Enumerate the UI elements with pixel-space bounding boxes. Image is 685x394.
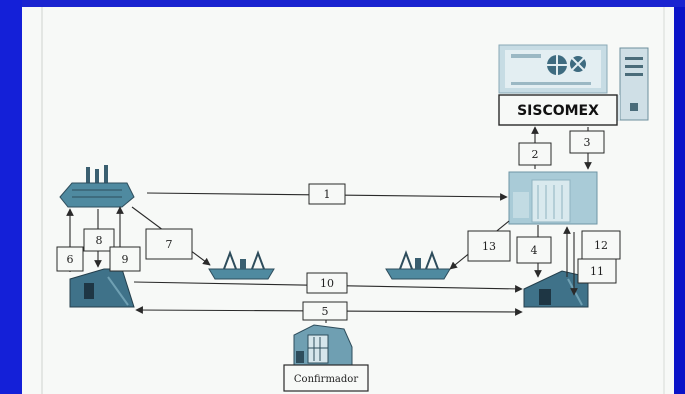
step-number-8: 8 xyxy=(96,234,103,247)
trade-flow-diagram: SISCOMEX xyxy=(41,7,665,394)
document-page: SISCOMEX xyxy=(22,7,674,394)
step-number-6: 6 xyxy=(67,253,74,266)
confirmer-building-icon xyxy=(293,324,353,366)
ship-right-icon xyxy=(385,250,451,280)
central-bank-building-icon xyxy=(508,171,598,225)
step-number-2: 2 xyxy=(532,148,539,161)
step-number-13: 13 xyxy=(482,240,496,253)
factory-icon xyxy=(59,165,135,208)
step-number-1: 1 xyxy=(324,188,331,201)
flow-arrows xyxy=(66,126,592,323)
step-number-3: 3 xyxy=(584,136,591,149)
siscomex-box: SISCOMEX xyxy=(498,94,618,126)
confirmer-box: Confirmador xyxy=(283,364,369,392)
step-number-4: 4 xyxy=(531,244,538,257)
confirmer-label: Confirmador xyxy=(294,374,358,385)
top-frame-border xyxy=(0,0,685,7)
step-box-2: 2 xyxy=(518,142,552,166)
step-number-9: 9 xyxy=(122,253,129,266)
step-box-10: 10 xyxy=(306,272,348,294)
step-number-10: 10 xyxy=(320,277,334,290)
step-box-8: 8 xyxy=(83,228,115,252)
step-box-4: 4 xyxy=(516,236,552,264)
left-frame-border xyxy=(0,0,22,394)
step-box-3: 3 xyxy=(569,130,605,154)
step-box-13: 13 xyxy=(467,230,511,262)
left-bank-building-icon xyxy=(69,268,135,308)
siscomex-label: SISCOMEX xyxy=(517,103,599,119)
step-number-12: 12 xyxy=(594,239,608,252)
siscomex-computer-icon xyxy=(498,44,649,121)
step-box-12: 12 xyxy=(581,230,621,260)
step-number-11: 11 xyxy=(590,265,604,278)
step-box-7: 7 xyxy=(145,228,193,260)
ship-left-icon xyxy=(208,250,275,280)
step-box-5: 5 xyxy=(302,301,348,321)
step-box-1: 1 xyxy=(308,183,346,205)
step-box-9: 9 xyxy=(109,246,141,272)
step-box-11: 11 xyxy=(577,258,617,284)
step-number-7: 7 xyxy=(166,238,173,251)
step-number-5: 5 xyxy=(322,305,329,318)
step-box-6: 6 xyxy=(56,246,84,272)
right-bank-building-icon xyxy=(523,270,589,308)
